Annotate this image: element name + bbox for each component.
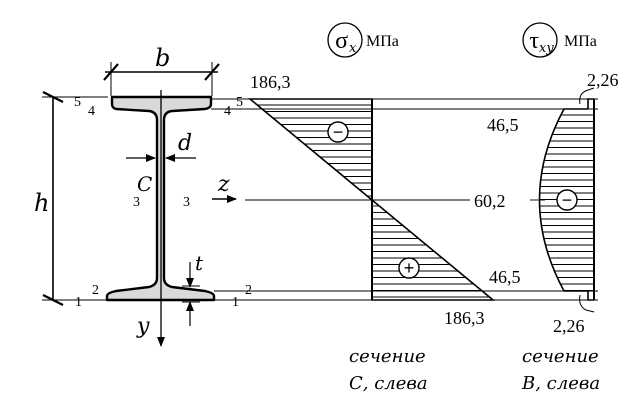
sigma-top-value: 186,3 bbox=[250, 72, 291, 92]
sigma-minus-sign: − bbox=[327, 121, 349, 143]
sigma-plus-sign: + bbox=[398, 257, 420, 279]
point-labels-right: 5 4 3 2 1 bbox=[183, 95, 252, 310]
sigma-header: σ x МПа bbox=[327, 22, 399, 58]
point-1-left: 1 bbox=[75, 295, 82, 310]
point-4-left: 4 bbox=[88, 104, 95, 119]
svg-text:+: + bbox=[404, 258, 415, 278]
svg-text:τ: τ bbox=[529, 28, 539, 54]
centroid-label: C bbox=[137, 172, 152, 196]
tau-edge-bottom-value: 2,26 bbox=[553, 316, 585, 336]
tau-edge-top-value: 2,26 bbox=[587, 70, 619, 90]
sigma-hatch bbox=[257, 104, 490, 298]
dimension-h: h bbox=[34, 91, 108, 306]
point-4-right: 4 bbox=[224, 104, 231, 119]
axes: z y C bbox=[136, 90, 237, 347]
tau-header: τ xy МПа bbox=[522, 22, 597, 58]
dimension-h-label: h bbox=[34, 189, 49, 217]
tau-lower-value: 46,5 bbox=[489, 267, 521, 287]
point-5-right: 5 bbox=[236, 95, 243, 110]
tau-flange-bottom bbox=[587, 291, 594, 301]
tau-upper-value: 46,5 bbox=[487, 115, 519, 135]
sigma-compression-triangle bbox=[247, 98, 373, 202]
tau-leader-top bbox=[579, 87, 595, 105]
tau-diagram: − 2,26 46,5 60,2 46,5 2,26 τ xy МПа сече… bbox=[474, 22, 619, 394]
tau-mid-value: 60,2 bbox=[474, 191, 506, 211]
dimension-t: t bbox=[182, 251, 204, 326]
axis-z-label: z bbox=[217, 172, 230, 197]
axis-y-label: y bbox=[136, 314, 150, 339]
dimension-d: d bbox=[126, 131, 196, 162]
svg-text:xy: xy bbox=[539, 41, 554, 56]
tau-parabola bbox=[538, 108, 588, 292]
point-3-right: 3 bbox=[183, 195, 190, 210]
sigma-caption-line1: сечение bbox=[349, 346, 426, 367]
tau-minus-sign: − bbox=[556, 189, 578, 211]
point-2-right: 2 bbox=[245, 283, 252, 298]
point-5-left: 5 bbox=[74, 95, 81, 110]
tau-leader-bottom bbox=[579, 294, 595, 313]
point-3-left: 3 bbox=[133, 195, 140, 210]
sigma-caption-line2: С, слева bbox=[349, 373, 428, 394]
sigma-tension-triangle bbox=[371, 198, 496, 301]
dimension-d-label: d bbox=[178, 131, 192, 156]
svg-text:−: − bbox=[562, 190, 573, 210]
dimension-b: b bbox=[103, 44, 220, 96]
point-1-right: 1 bbox=[232, 295, 239, 310]
svg-text:МПа: МПа bbox=[564, 33, 597, 50]
tau-flange-top bbox=[587, 98, 594, 109]
dimension-b-label: b bbox=[155, 44, 170, 72]
svg-text:x: x bbox=[349, 41, 357, 56]
point-2-left: 2 bbox=[92, 283, 99, 298]
svg-text:σ: σ bbox=[335, 28, 348, 54]
dimension-t-label: t bbox=[195, 251, 204, 275]
tau-hatch bbox=[539, 114, 594, 291]
svg-text:МПа: МПа bbox=[366, 33, 399, 50]
svg-text:−: − bbox=[333, 122, 344, 142]
tau-caption-line1: сечение bbox=[522, 346, 599, 367]
tau-caption-line2: В, слева bbox=[521, 373, 600, 394]
sigma-bottom-value: 186,3 bbox=[444, 308, 485, 328]
sigma-diagram: − + 186,3 186,3 σ x МПа сечение С, слева bbox=[247, 22, 496, 394]
point-labels-left: 5 4 3 2 1 bbox=[74, 95, 140, 310]
